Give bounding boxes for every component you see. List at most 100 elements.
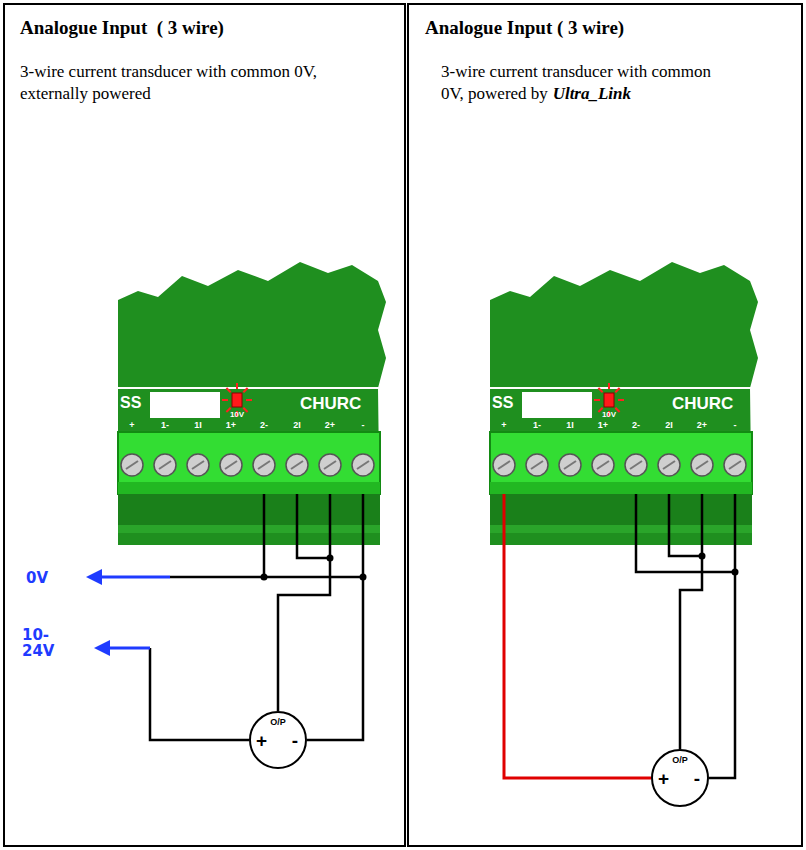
terminal-screw bbox=[319, 454, 341, 476]
wire bbox=[278, 494, 330, 711]
polarity-mark: - bbox=[694, 769, 700, 788]
board-marking: CHURC bbox=[300, 394, 361, 414]
polarity-mark: + bbox=[256, 731, 267, 750]
terminal-board bbox=[490, 262, 758, 545]
led-label: 10V bbox=[602, 410, 616, 419]
board-line bbox=[490, 387, 752, 389]
terminal-screw bbox=[187, 454, 209, 476]
wire bbox=[297, 494, 330, 558]
wire bbox=[669, 494, 702, 556]
output-label: O/P bbox=[270, 718, 286, 727]
terminal-pin-name: 1I bbox=[194, 420, 202, 430]
terminal-screw bbox=[625, 454, 647, 476]
wire bbox=[100, 576, 170, 579]
description-panel: Analogue Input ( 3 wire) 3-wire current t… bbox=[3, 3, 406, 847]
board-edge bbox=[490, 525, 752, 533]
terminal-strip bbox=[118, 432, 380, 494]
terminal-pin-name: - bbox=[362, 420, 365, 430]
terminal-strip-edge bbox=[490, 482, 752, 494]
terminal-pin-name: + bbox=[129, 420, 134, 430]
junction-dot bbox=[261, 574, 268, 581]
label-area bbox=[150, 392, 220, 418]
panel-heading: Analogue Input ( 3 wire) bbox=[425, 17, 801, 39]
board-line bbox=[118, 387, 380, 389]
board-edge bbox=[490, 533, 752, 545]
terminal-pin-name: 2- bbox=[632, 420, 640, 430]
terminal-screw bbox=[592, 454, 614, 476]
terminal-pin-name: 2I bbox=[665, 420, 673, 430]
terminal-pin-name: 1I bbox=[566, 420, 574, 430]
wire bbox=[307, 494, 363, 740]
panel-description: 3-wire current transducer with common 0V… bbox=[20, 61, 355, 105]
junction-dot bbox=[732, 569, 739, 576]
wire bbox=[504, 494, 651, 778]
supply-label: 0V bbox=[26, 569, 48, 587]
board-marking: SS bbox=[120, 394, 141, 412]
terminal-pin-name: 1+ bbox=[598, 420, 608, 430]
supply-arrows bbox=[86, 569, 110, 656]
terminal-pin-name: 2+ bbox=[325, 420, 335, 430]
terminal-strip-edge bbox=[118, 482, 380, 494]
terminal-pin-name: 1- bbox=[161, 420, 169, 430]
terminal-screw bbox=[220, 454, 242, 476]
wire bbox=[636, 494, 735, 572]
transducer-symbol: O/P+ - bbox=[651, 749, 709, 807]
terminal-screw bbox=[559, 454, 581, 476]
terminal-pin-name: 2I bbox=[293, 420, 301, 430]
terminal-screw bbox=[253, 454, 275, 476]
led-indicator bbox=[222, 383, 252, 417]
panel-heading: Analogue Input ( 3 wire) bbox=[20, 17, 404, 39]
terminal-strip bbox=[490, 432, 752, 494]
product-name: Ultra_Link bbox=[553, 84, 631, 103]
polarity-mark: + bbox=[658, 769, 669, 788]
board-marking: CHURC bbox=[672, 394, 733, 414]
terminal-screw bbox=[526, 454, 548, 476]
terminal-screw bbox=[352, 454, 374, 476]
junction-dot bbox=[699, 553, 706, 560]
junction-dot bbox=[327, 555, 334, 562]
terminal-screw bbox=[658, 454, 680, 476]
terminal-pin-name: 1+ bbox=[226, 420, 236, 430]
supply-label: 10- 24V bbox=[22, 628, 58, 660]
board-edge bbox=[118, 494, 380, 525]
terminal-pin-name: 2+ bbox=[697, 420, 707, 430]
polarity-mark: - bbox=[292, 731, 298, 750]
terminal-board bbox=[118, 262, 386, 545]
board-marking: SS bbox=[492, 394, 513, 412]
terminal-pin-name: 2- bbox=[260, 420, 268, 430]
wiring bbox=[100, 494, 735, 778]
arrow-head bbox=[86, 569, 102, 585]
junction-dot bbox=[360, 574, 367, 581]
terminal-screw bbox=[691, 454, 713, 476]
description-text: 3-wire current transducer with common 0V… bbox=[441, 62, 711, 103]
label-area bbox=[522, 392, 592, 418]
board-edge bbox=[118, 533, 380, 545]
terminal-screw bbox=[493, 454, 515, 476]
output-label: O/P bbox=[672, 756, 688, 765]
arrow-head bbox=[94, 640, 110, 656]
wire bbox=[263, 494, 266, 577]
wire bbox=[108, 647, 150, 650]
board-body bbox=[118, 262, 386, 545]
terminal-pin-name: 1- bbox=[533, 420, 541, 430]
board-body bbox=[490, 262, 758, 545]
terminal-screw bbox=[154, 454, 176, 476]
wire bbox=[680, 494, 702, 749]
terminal-screw bbox=[286, 454, 308, 476]
junctions bbox=[261, 553, 739, 581]
terminal-pin-name: - bbox=[734, 420, 737, 430]
description-panel: Analogue Input ( 3 wire) 3-wire current t… bbox=[407, 3, 803, 847]
panel-description: 3-wire current transducer with common 0V… bbox=[441, 61, 726, 105]
board-edge bbox=[118, 525, 380, 533]
terminal-screw bbox=[724, 454, 746, 476]
terminal-screw bbox=[121, 454, 143, 476]
terminal-pin-name: + bbox=[501, 420, 506, 430]
wire bbox=[709, 494, 735, 778]
board-edge bbox=[490, 494, 752, 525]
description-text: 3-wire current transducer with common 0V… bbox=[20, 62, 317, 103]
led-label: 10V bbox=[230, 410, 244, 419]
